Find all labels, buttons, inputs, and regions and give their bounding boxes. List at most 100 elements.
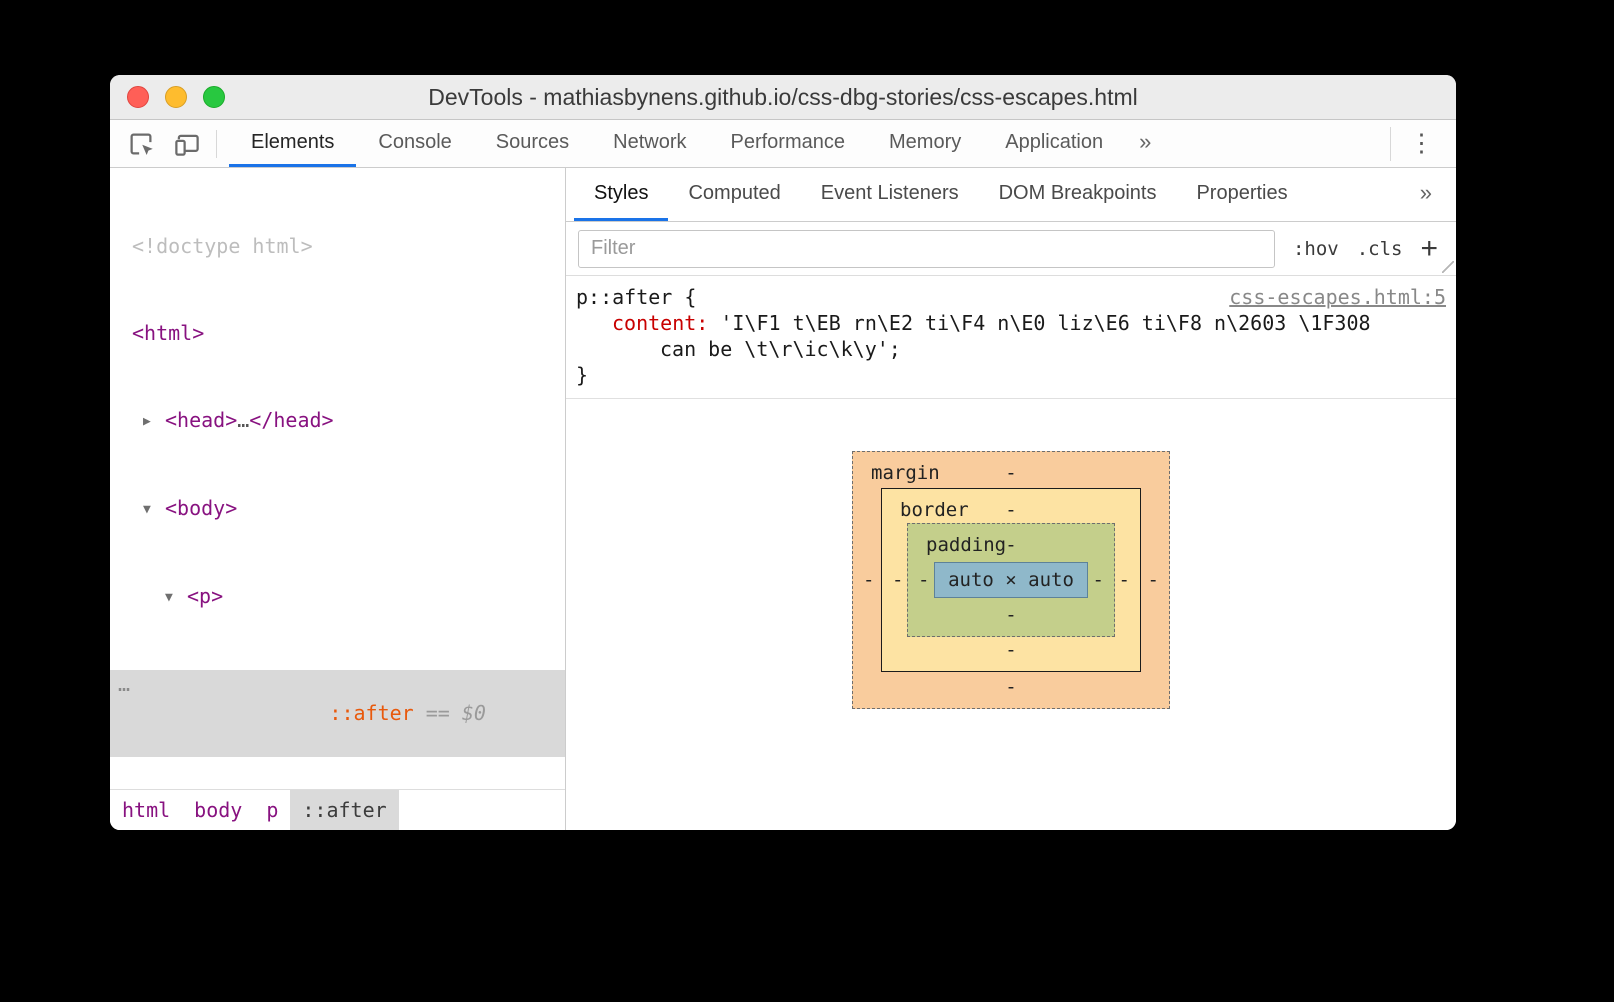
tag-text: <html> [132,321,205,345]
tab-performance[interactable]: Performance [730,130,846,153]
devtools-toolbar: Elements Console Sources Network Perform… [110,120,1456,168]
breadcrumb-body[interactable]: body [194,798,243,822]
padding-bottom-value[interactable]: - [1005,604,1017,626]
styles-filter-input[interactable] [578,229,1275,268]
rule-selector-line: p::after { [576,284,696,310]
zoom-button[interactable] [203,86,225,108]
devtools-window: DevTools - mathiasbynens.github.io/css-d… [110,75,1456,830]
breadcrumb-p[interactable]: p [266,798,279,822]
panel-tabs: Elements Console Sources Network Perform… [229,120,1165,167]
styles-filter-bar: :hov .cls + [566,222,1456,276]
device-toolbar-icon [175,134,199,156]
tab-memory[interactable]: Memory [889,130,962,153]
css-declaration-wrap[interactable]: can be \t\r\ic\k\y'; [566,336,1456,362]
css-declaration[interactable]: content: 'I\F1 t\EB rn\E2 ti\F4 n\E0 liz\… [566,310,1456,336]
inspect-element-button[interactable] [124,127,158,161]
tab-network[interactable]: Network [613,130,687,153]
stylesheet-source-link[interactable]: css-escapes.html:5 [1229,285,1446,309]
box-model-border[interactable]: border - - - - padding - - - - [881,488,1141,672]
css-property-name[interactable]: content [612,311,697,335]
margin-top-value[interactable]: - [1005,462,1017,484]
css-selector[interactable]: p::after [576,285,673,309]
breadcrumb-after[interactable]: ::after [290,790,399,830]
more-options-button[interactable]: ⋮ [1409,129,1434,157]
tab-elements[interactable]: Elements [229,120,357,167]
tab-event-listeners[interactable]: Event Listeners [820,181,959,204]
tree-node-head[interactable]: ▶ <head>…</head> [110,406,565,436]
toggle-element-state-button[interactable]: :hov [1292,237,1339,260]
css-colon: : [696,311,709,335]
tab-dom-breakpoints[interactable]: DOM Breakpoints [998,181,1157,204]
box-model-margin[interactable]: margin - - - - border - - - - padding [852,451,1170,709]
padding-label: padding [926,534,1007,556]
rule-separator [566,398,1456,399]
window-title: DevTools - mathiasbynens.github.io/css-d… [428,83,1138,110]
css-property-value-continued[interactable]: can be \t\r\ic\k\y'; [660,337,901,361]
sidebar-tabs: Styles Computed Event Listeners DOM Brea… [566,168,1456,222]
dom-tree: <!doctype html> <html> ▶<head>…</head> ▼… [110,168,565,789]
close-brace: } [576,363,589,387]
breadcrumb-html[interactable]: html [122,798,171,822]
margin-label: margin [871,462,940,484]
border-right-value[interactable]: - [1118,569,1130,591]
padding-top-value[interactable]: - [1005,534,1017,556]
console-variable: $0 [461,701,486,725]
tab-sources[interactable]: Sources [495,130,570,153]
tag-text: <p> [187,584,224,608]
device-toolbar-button[interactable] [170,127,204,161]
box-model-diagram: margin - - - - border - - - - padding [566,451,1456,709]
tree-node-p-open[interactable]: ▼ <p> [110,582,565,612]
new-style-rule-button[interactable]: + [1420,231,1438,265]
css-property-value[interactable]: 'I\F1 t\EB rn\E2 ti\F4 n\E0 liz\E6 ti\F8… [720,311,1371,335]
tag-text: <head> [165,408,238,432]
elements-panel: <!doctype html> <html> ▶<head>…</head> ▼… [110,168,566,830]
border-label: border [900,499,969,521]
border-left-value[interactable]: - [892,569,904,591]
titlebar: DevTools - mathiasbynens.github.io/css-d… [110,75,1456,120]
margin-bottom-value[interactable]: - [1005,676,1017,698]
minimize-button[interactable] [165,86,187,108]
border-bottom-value[interactable]: - [1005,639,1017,661]
equals-operator: == [425,701,450,725]
css-rule: p::after { css-escapes.html:5 content: 'I\… [566,284,1456,388]
tree-node-doctype[interactable]: <!doctype html> [110,232,565,261]
tab-properties[interactable]: Properties [1196,181,1288,204]
breadcrumb: html body p ::after [110,789,565,830]
more-sidebar-tabs-button[interactable]: » [1419,180,1432,205]
box-model-padding[interactable]: padding - - - - auto × auto [907,523,1115,637]
tree-node-html-open[interactable]: <html> [110,319,565,348]
tab-styles[interactable]: Styles [574,168,669,221]
expand-arrow-icon[interactable]: ▶ [143,414,151,429]
collapsed-ellipsis[interactable]: … [237,408,250,432]
padding-right-value[interactable]: - [1092,569,1104,591]
more-actions-dots[interactable]: … [118,672,131,696]
padding-left-value[interactable]: - [918,569,930,591]
tree-node-body-open[interactable]: ▼<body> [110,494,565,524]
close-button[interactable] [127,86,149,108]
styles-sidebar: Styles Computed Event Listeners DOM Brea… [566,168,1456,830]
main-split: <!doctype html> <html> ▶<head>…</head> ▼… [110,168,1456,830]
collapse-arrow-icon[interactable]: ▼ [143,502,151,517]
tab-computed[interactable]: Computed [688,181,781,204]
tab-console[interactable]: Console [378,130,452,153]
resize-handle[interactable] [1442,261,1454,273]
collapse-arrow-icon[interactable]: ▼ [165,590,173,605]
traffic-lights [127,86,225,108]
toolbar-right: ⋮ [1378,120,1456,167]
more-panels-button[interactable]: » [1139,129,1152,154]
content-dimensions: auto × auto [948,569,1074,591]
styles-pane-body: p::after { css-escapes.html:5 content: 'I\… [566,276,1456,830]
doctype-text: <!doctype html> [132,234,313,258]
toolbar-separator [216,129,217,158]
margin-right-value[interactable]: - [1147,569,1159,591]
tag-text: </head> [249,408,334,432]
tree-node-after-selected[interactable]: …::after == $0 [110,670,565,757]
box-model-content[interactable]: auto × auto [934,562,1088,598]
pseudo-element-text: ::after [329,701,414,725]
border-top-value[interactable]: - [1005,499,1017,521]
margin-left-value[interactable]: - [863,569,875,591]
toolbar-icons [110,120,204,167]
open-brace: { [684,285,697,309]
tab-application[interactable]: Application [1005,130,1104,153]
element-classes-button[interactable]: .cls [1356,237,1403,260]
